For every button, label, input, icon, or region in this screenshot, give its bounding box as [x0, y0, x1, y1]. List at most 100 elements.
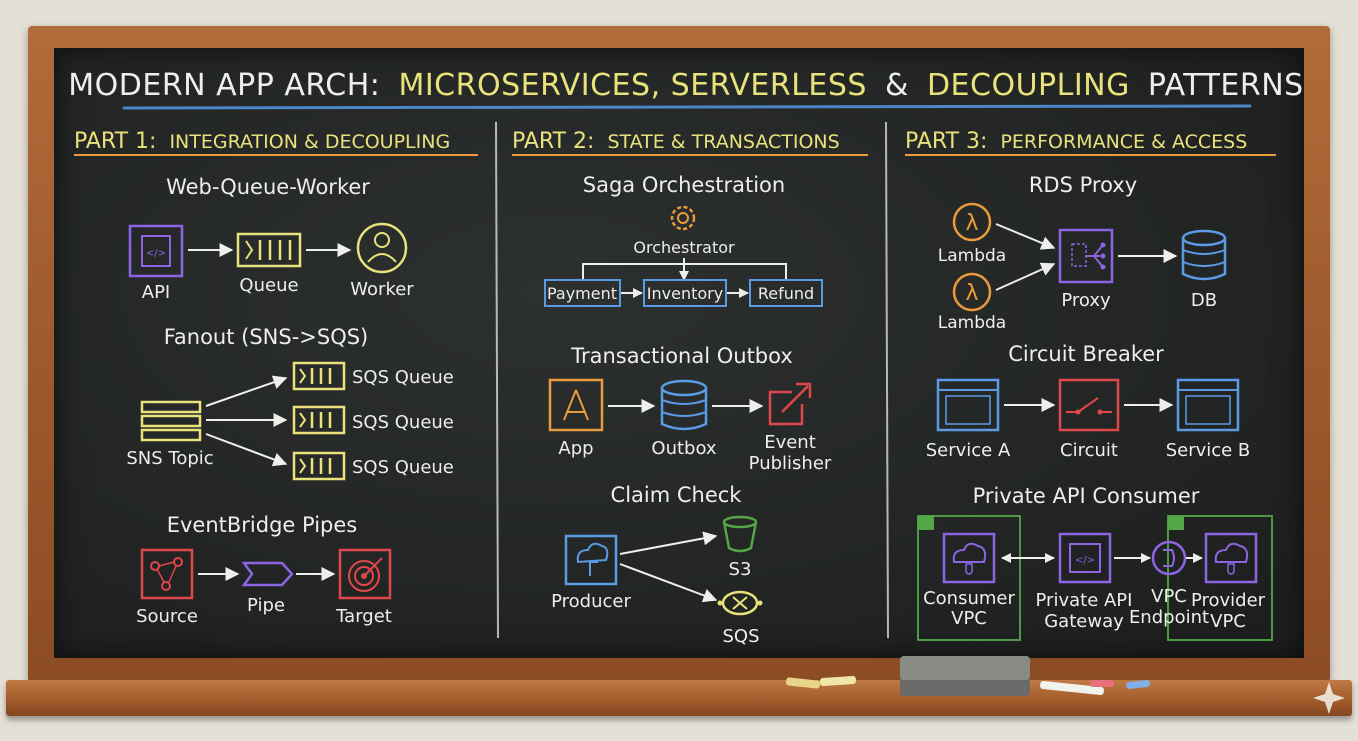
sqs-queue-label-3: SQS Queue [352, 457, 454, 478]
title-tail-1: DECOUPLING [927, 68, 1130, 103]
inventory-box [643, 279, 727, 307]
endpoint-label-2: Endpoint [1129, 607, 1209, 628]
title-amp: & [885, 68, 909, 103]
lambda-icon-2: λ [952, 272, 992, 312]
refund-box [749, 279, 823, 307]
sqs-queue-label-1: SQS Queue [352, 367, 454, 388]
proxy-icon [1058, 228, 1114, 284]
api-gateway-icon: </> [128, 224, 184, 278]
sqs-icon [717, 590, 763, 616]
title-lead: MODERN APP ARCH: [68, 68, 380, 103]
consumer-vpc-boundary [917, 515, 1021, 641]
db-icon [1181, 229, 1227, 281]
arrow-lambda1-proxy [995, 223, 1056, 250]
outbox-database-icon [660, 379, 708, 431]
arrow-producer-sqs [619, 563, 718, 603]
s3-bucket-icon [722, 515, 758, 553]
service-a-icon [936, 378, 1000, 432]
arrow-sns-q1 [205, 375, 288, 407]
provider-label-1: Provider [1191, 590, 1266, 611]
worker-icon [356, 222, 408, 274]
producer-icon [564, 534, 618, 586]
service-b-label: Service B [1166, 440, 1251, 461]
endpoint-label-1: VPC [1151, 586, 1187, 607]
chalk-sticks [785, 675, 1151, 696]
service-a-label: Service A [926, 440, 1011, 461]
sqs-queue-icon-3 [292, 451, 346, 481]
circuit-switch-icon [1058, 378, 1120, 432]
sns-topic-label: SNS Topic [126, 448, 213, 469]
sparkle-icon [1313, 682, 1345, 714]
worker-label: Worker [350, 279, 414, 300]
api-label: API [142, 282, 170, 303]
db-label: DB [1191, 290, 1217, 311]
pipe-icon [241, 561, 294, 587]
provider-label-2: VPC [1210, 611, 1246, 632]
lambda-icon-1: λ [952, 202, 992, 242]
consumer-label-1: Consumer [923, 588, 1015, 609]
s3-label: S3 [729, 559, 752, 580]
circuit-title: Circuit Breaker [1008, 342, 1164, 366]
outbox-title: Transactional Outbox [570, 344, 793, 368]
provider-vpc-icon [1204, 532, 1258, 584]
svg-text:</>: </> [146, 248, 166, 259]
queue-icon [236, 232, 302, 268]
fanout-title: Fanout (SNS->SQS) [164, 325, 369, 349]
consumer-vpc-badge [918, 516, 934, 530]
part-2-header: PART 2: STATE & TRANSACTIONS [512, 129, 840, 154]
inventory-label: Inventory [647, 284, 723, 303]
consumer-vpc-icon [942, 532, 996, 584]
lambda-label-2: Lambda [938, 313, 1006, 333]
wqw-title: Web-Queue-Worker [166, 175, 370, 199]
rds-title: RDS Proxy [1029, 173, 1137, 197]
gateway-label-2: Gateway [1044, 611, 1124, 632]
provider-vpc-badge [1168, 516, 1184, 530]
payment-label: Payment [547, 284, 617, 303]
event-publisher-icon [768, 382, 812, 426]
eraser-icon [900, 656, 1030, 696]
part-1-header: PART 1: INTEGRATION & DECOUPLING [74, 129, 450, 154]
pipes-title: EventBridge Pipes [167, 513, 358, 537]
sqs-queue-label-2: SQS Queue [352, 412, 454, 433]
consumer-label-2: VPC [951, 608, 987, 629]
divider-2 [885, 121, 889, 639]
claim-title: Claim Check [611, 483, 743, 507]
title-underline [122, 104, 1252, 110]
proxy-label: Proxy [1061, 290, 1111, 311]
gateway-label-1: Private API [1036, 590, 1133, 611]
circuit-label: Circuit [1060, 440, 1118, 461]
orchestrator-gear-icon [670, 205, 696, 231]
target-icon [338, 548, 392, 600]
arrow-lambda2-proxy [995, 262, 1056, 291]
lambda-label-1: Lambda [938, 246, 1006, 266]
svg-text:λ: λ [965, 211, 978, 236]
sqs-label: SQS [722, 626, 759, 647]
producer-label: Producer [551, 591, 631, 612]
private-api-gateway-icon: </> [1058, 532, 1112, 584]
saga-title: Saga Orchestration [583, 173, 785, 197]
refund-label: Refund [758, 284, 814, 303]
publisher-label-2: Publisher [749, 453, 832, 474]
title-highlight: MICROSERVICES, SERVERLESS [398, 68, 867, 103]
vpc-endpoint-icon [1151, 540, 1187, 576]
svg-text:λ: λ [965, 281, 978, 306]
sqs-queue-icon-2 [292, 405, 346, 435]
pipe-label: Pipe [247, 595, 285, 616]
arrow-producer-s3 [619, 531, 718, 555]
queue-label: Queue [239, 275, 298, 296]
source-label: Source [136, 606, 198, 627]
svg-text:</>: </> [1075, 555, 1095, 566]
publisher-label-1: Event [764, 432, 816, 453]
app-label: App [558, 438, 593, 459]
divider-1 [495, 121, 499, 639]
sqs-queue-icon-1 [292, 361, 346, 391]
orchestrator-label: Orchestrator [633, 238, 735, 257]
source-icon [140, 548, 194, 600]
sns-topic-icon [140, 400, 202, 442]
arrow-sns-q3 [205, 433, 288, 467]
part-3-header: PART 3: PERFORMANCE & ACCESS [905, 129, 1247, 154]
payment-box [544, 279, 621, 307]
page-title: MODERN APP ARCH: MICROSERVICES, SERVERLE… [68, 68, 1303, 103]
title-tail-2: PATTERNS [1148, 68, 1304, 103]
